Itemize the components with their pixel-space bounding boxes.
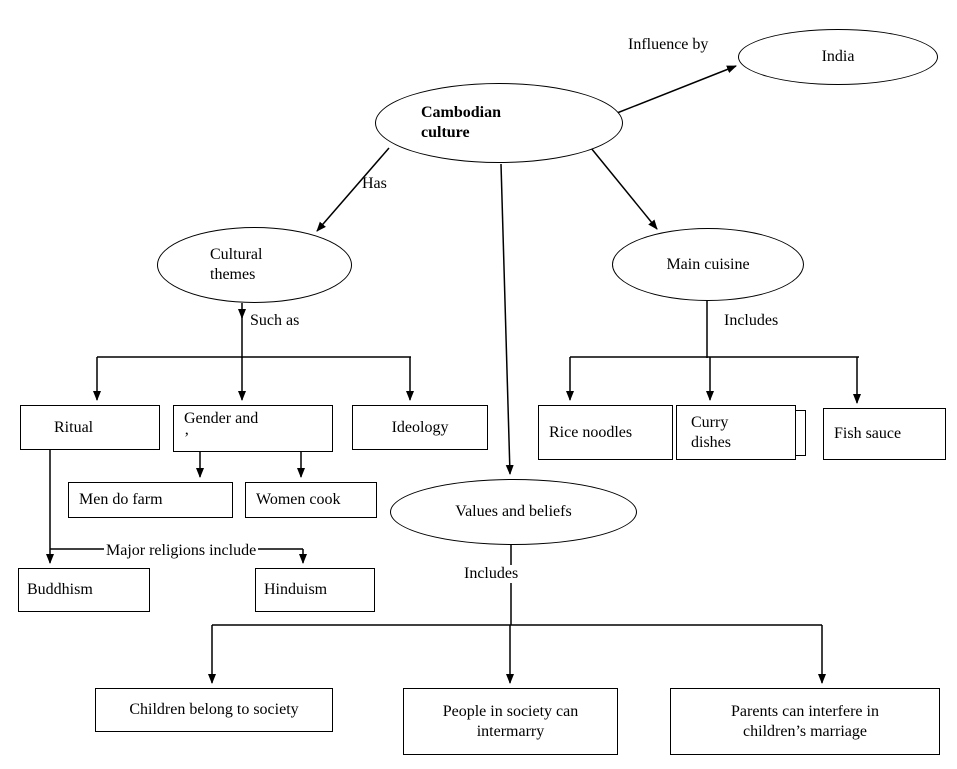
node-fish-sauce-label: Fish sauce (834, 425, 902, 442)
node-rice-noodles-label: Rice noodles (549, 423, 633, 441)
edge-label-includes-values: Includes (462, 565, 521, 583)
edge-label-has: Has (362, 175, 387, 192)
node-intermarry: People in society can intermarry (403, 688, 618, 755)
node-parents-interfere: Parents can interfere in children’s marr… (670, 688, 940, 755)
node-ideology: Ideology (352, 405, 488, 450)
node-cambodian-culture: Cambodian culture (375, 83, 623, 163)
node-buddhism-label: Buddhism (27, 581, 93, 598)
node-india-label: India (821, 48, 855, 65)
node-india: India (738, 29, 938, 85)
node-ideology-label: Ideology (391, 418, 449, 436)
node-values-and-beliefs: Values and beliefs (390, 479, 637, 545)
node-parents-interfere-label: Parents can interfere in children’s marr… (731, 702, 879, 740)
node-curry-dishes: Curry dishes (676, 405, 796, 460)
node-gender-label: Gender and ’ (184, 409, 259, 447)
node-children-belong-society-label: Children belong to society (129, 701, 299, 718)
node-main-cuisine: Main cuisine (612, 228, 804, 301)
edge-label-includes-cuisine: Includes (724, 312, 779, 329)
node-fish-sauce: Fish sauce (823, 408, 946, 460)
node-ritual-label: Ritual (54, 418, 94, 436)
node-men-do-farm-label: Men do farm (79, 491, 163, 508)
edge-label-major-religions: Major religions include (104, 542, 259, 560)
connector-cambodian-main-cuisine (590, 147, 658, 230)
node-cultural-themes-label: Cultural themes (210, 246, 263, 283)
edge-label-such-as: Such as (250, 312, 300, 329)
edge-label-influence-by: Influence by (628, 36, 709, 53)
node-main-cuisine-label: Main cuisine (666, 255, 750, 273)
node-cambodian-culture-label: Cambodian culture (421, 104, 502, 141)
node-hinduism: Hinduism (255, 568, 375, 612)
node-values-and-beliefs-label: Values and beliefs (455, 503, 572, 520)
connector-cambodian-india (616, 65, 737, 114)
node-women-cook-label: Women cook (256, 491, 341, 508)
node-cultural-themes: Cultural themes (157, 227, 352, 303)
connector-cambodian-values (500, 163, 514, 475)
node-intermarry-label: People in society can intermarry (442, 702, 579, 740)
connector-cambodian-cultural-themes (316, 147, 390, 232)
node-children-belong-society: Children belong to society (95, 688, 333, 732)
node-women-cook: Women cook (245, 482, 377, 518)
node-rice-noodles: Rice noodles (538, 405, 673, 460)
node-curry-dishes-label: Curry dishes (691, 413, 731, 451)
node-gender: Gender and ’ (173, 405, 333, 452)
node-ritual: Ritual (20, 405, 160, 450)
node-hinduism-label: Hinduism (264, 581, 328, 598)
node-men-do-farm: Men do farm (68, 482, 233, 518)
node-buddhism: Buddhism (18, 568, 150, 612)
